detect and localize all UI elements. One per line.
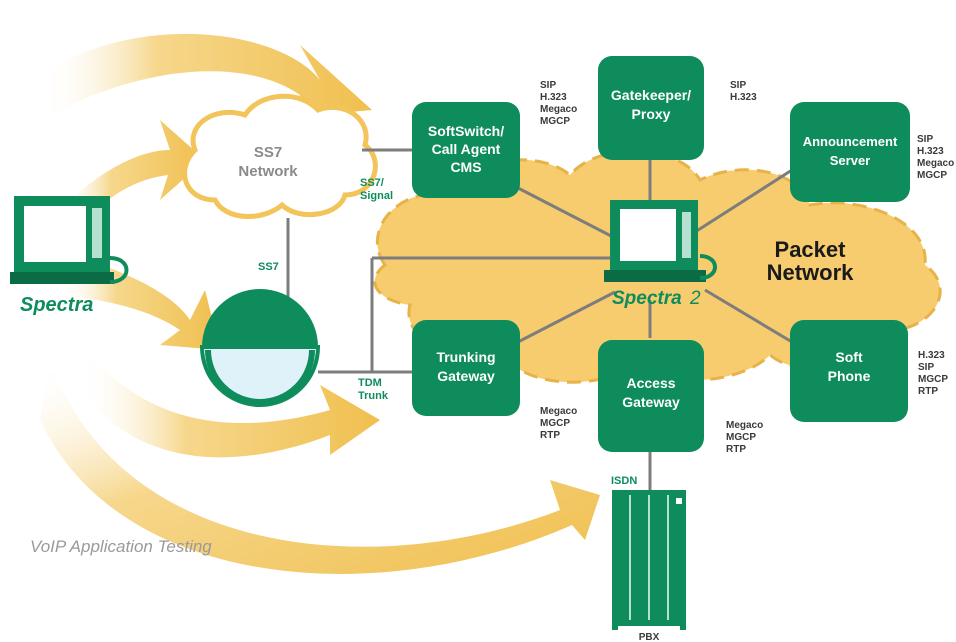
spectra2-label: Spectra — [612, 288, 682, 309]
softphone-proto-4: RTP — [918, 386, 938, 397]
isdn-label: ISDN — [611, 475, 637, 487]
softswitch-line-1: SoftSwitch/ — [428, 123, 504, 139]
softphone-line-1: Soft — [835, 349, 863, 365]
protocol-labels: SIP H.323 Megaco MGCP SIP H.323 SIP H.32… — [540, 80, 954, 455]
softphone-proto-1: H.323 — [918, 350, 945, 361]
link-announcement — [694, 168, 793, 234]
trunking-proto-3: RTP — [540, 430, 560, 441]
arrow-lower — [80, 340, 380, 458]
announcement-line-2: Server — [830, 153, 870, 168]
arrow-top — [40, 33, 372, 120]
spectra2-number: 2 — [689, 288, 701, 309]
announcement-line-1: Announcement — [803, 134, 898, 149]
trunking-line-2: Gateway — [437, 368, 495, 384]
spectra2-laptop: Spectra 2 — [604, 200, 717, 309]
softswitch-proto-2: H.323 — [540, 92, 567, 103]
ss7-signal-label-1: SS7/ — [360, 177, 384, 189]
gatekeeper-line-1: Gatekeeper/ — [611, 87, 691, 103]
softphone-proto-2: SIP — [918, 362, 934, 373]
announcement-proto-1: SIP — [917, 134, 933, 145]
softswitch-proto-3: Megaco — [540, 104, 577, 115]
tdm-label-2: Trunk — [358, 390, 389, 402]
pbx: PBX — [612, 490, 686, 642]
access-proto-1: Megaco — [726, 420, 763, 431]
connection-lines — [286, 148, 793, 490]
access-proto-3: RTP — [726, 444, 746, 455]
ss7-network-cloud: SS7 Network — [182, 93, 378, 219]
trunking-proto-2: MGCP — [540, 418, 570, 429]
softphone-line-2: Phone — [828, 368, 871, 384]
diagram-caption: VoIP Application Testing — [30, 537, 212, 556]
spectra-laptop: Spectra — [10, 196, 129, 316]
trunking-line-1: Trunking — [436, 349, 495, 365]
announcement-proto-2: H.323 — [917, 146, 944, 157]
link-softswitch — [517, 186, 616, 240]
component-softphone: Soft Phone — [790, 320, 908, 422]
softswitch-proto-4: MGCP — [540, 116, 570, 127]
announcement-proto-3: Megaco — [917, 158, 954, 169]
access-proto-2: MGCP — [726, 432, 756, 443]
softswitch-line-2: Call Agent — [432, 141, 501, 157]
pbx-label: PBX — [639, 632, 660, 642]
softswitch-proto-1: SIP — [540, 80, 556, 91]
ss7-network-label-1: SS7 — [254, 144, 282, 161]
packet-label-2: Network — [767, 260, 855, 285]
packet-network-label: Packet Network — [767, 237, 855, 285]
spectra-label: Spectra — [20, 294, 93, 316]
softswitch-line-3: CMS — [450, 159, 481, 175]
softphone-proto-3: MGCP — [918, 374, 948, 385]
ss7-signal-label-2: Signal — [360, 190, 393, 202]
trunking-proto-1: Megaco — [540, 406, 577, 417]
announcement-proto-4: MGCP — [917, 170, 947, 181]
ss7-link-label: SS7 — [258, 261, 279, 273]
packet-label-1: Packet — [775, 237, 847, 262]
gatekeeper-line-2: Proxy — [632, 106, 671, 122]
component-softswitch: SoftSwitch/ Call Agent CMS — [412, 102, 520, 198]
access-line-2: Gateway — [622, 394, 680, 410]
component-trunking: Trunking Gateway — [412, 320, 520, 416]
component-announcement: Announcement Server — [790, 102, 910, 202]
link-softphone — [704, 288, 793, 344]
access-line-1: Access — [626, 375, 675, 391]
tdm-label-1: TDM — [358, 377, 382, 389]
link-trunking — [517, 290, 616, 344]
switch-exchange — [199, 289, 321, 407]
component-gatekeeper: Gatekeeper/ Proxy — [598, 56, 704, 160]
gatekeeper-proto-2: H.323 — [730, 92, 757, 103]
arrow-bottom — [40, 360, 600, 574]
ss7-network-label-2: Network — [238, 163, 298, 180]
gatekeeper-proto-1: SIP — [730, 80, 746, 91]
component-access: Access Gateway — [598, 340, 704, 452]
link-labels: SS7 SS7/ Signal TDM Trunk ISDN — [258, 177, 637, 487]
